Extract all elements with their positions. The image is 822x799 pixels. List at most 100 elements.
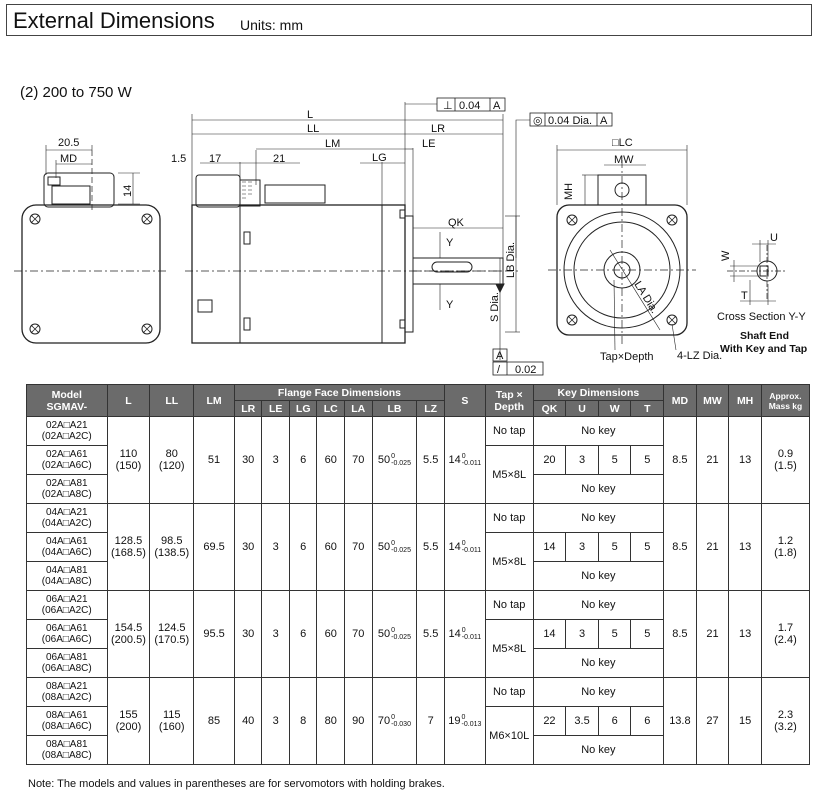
model-cell: 08A□A21(08A□A2C) (26, 677, 108, 707)
page-title: External Dimensions (13, 8, 215, 33)
dim-14: 14 (122, 185, 134, 197)
dim-T: T (741, 290, 748, 302)
dim-MH: MH (563, 183, 575, 200)
cell-LR: 40 (233, 677, 263, 765)
dim-LG: LG (372, 152, 387, 164)
shaft-end-label: Shaft End (740, 330, 789, 342)
cell-LE: 3 (261, 590, 290, 678)
dim-LL: LL (307, 123, 319, 135)
col-T: T (630, 400, 665, 417)
cell-LR: 30 (233, 416, 263, 504)
cell-LR: 30 (233, 503, 263, 591)
col-L: L (106, 384, 151, 417)
side-view (185, 97, 613, 376)
cell-W: 5 (597, 619, 632, 649)
cell-notap: No tap (484, 590, 534, 620)
cell-tap: M6×10L (484, 706, 534, 765)
cell-LZ: 5.5 (416, 416, 445, 504)
cell-nokey: No key (532, 416, 665, 446)
col-LA: LA (344, 400, 373, 417)
perp-value: 0.04 (459, 100, 480, 112)
cell-LA: 70 (344, 503, 373, 591)
dim-MW: MW (614, 154, 634, 166)
col-tap: Tap ×Depth (484, 384, 534, 417)
col-LB: LB (371, 400, 418, 417)
cell-MW: 21 (695, 590, 730, 678)
cell-LG: 6 (288, 416, 318, 504)
header-box: External Dimensions Units: mm (6, 4, 812, 36)
cell-LL: 98.5(138.5) (149, 503, 195, 591)
col-S: S (443, 384, 486, 417)
cell-MH: 13 (728, 590, 762, 678)
col-LC: LC (316, 400, 345, 417)
cell-mass: 1.2(1.8) (760, 503, 811, 591)
dim-U: U (770, 232, 778, 244)
cell-S: 140-0.011 (443, 416, 486, 504)
conc-symbol: ◎ (533, 115, 543, 127)
dim-LR: LR (431, 123, 445, 135)
cell-LR: 30 (233, 590, 263, 678)
cell-notap: No tap (484, 503, 534, 533)
col-MW: MW (695, 384, 730, 417)
cell-S: 190-0.013 (443, 677, 486, 765)
dim-LC: □LC (612, 137, 633, 149)
cell-QK: 14 (532, 619, 567, 649)
section-mark-y-bottom: Y (446, 299, 454, 311)
cell-W: 5 (597, 445, 632, 475)
cell-LE: 3 (261, 503, 290, 591)
cell-nokey: No key (532, 677, 665, 707)
flatness-value: 0.02 (515, 364, 536, 376)
cell-LB: 500-0.025 (371, 416, 418, 504)
cell-nokey: No key (532, 590, 665, 620)
model-cell: 04A□A21(04A□A2C) (26, 503, 108, 533)
cell-LZ: 7 (416, 677, 445, 765)
cell-LC: 60 (316, 416, 345, 504)
col-LG: LG (288, 400, 318, 417)
cell-LB: 500-0.025 (371, 590, 418, 678)
footnote: Note: The models and values in parenthes… (28, 778, 445, 790)
cell-S: 140-0.011 (443, 503, 486, 591)
col-LR: LR (233, 400, 263, 417)
table-row: 08A□A81(08A□A8C)No key (26, 735, 810, 765)
conc-ref: A (600, 115, 608, 127)
cell-LA: 70 (344, 590, 373, 678)
cell-MH: 13 (728, 503, 762, 591)
table-row: 04A□A21(04A□A2C)128.5(168.5)98.5(138.5)6… (26, 503, 811, 591)
dim-S: S Dia. (489, 292, 501, 322)
datum-a: A (496, 350, 504, 362)
cell-LL: 124.5(170.5) (149, 590, 195, 678)
col-flange-group: Flange Face Dimensions (233, 384, 445, 401)
col-QK: QK (532, 400, 567, 417)
cell-LE: 3 (261, 677, 290, 765)
cell-LC: 60 (316, 590, 345, 678)
col-LZ: LZ (416, 400, 445, 417)
cell-mass: 1.7(2.4) (760, 590, 811, 678)
cell-nokey: No key (532, 503, 665, 533)
with-key-label: With Key and Tap (720, 343, 807, 355)
model-cell: 04A□A81(04A□A8C) (26, 561, 108, 591)
cell-T: 5 (630, 445, 665, 475)
table-row: 06A□A21(06A□A2C)154.5(200.5)124.5(170.5)… (26, 590, 811, 678)
cell-LB: 500-0.025 (371, 503, 418, 591)
cell-tap: M5×8L (484, 445, 534, 504)
cell-T: 5 (630, 532, 665, 562)
mount-holes-label: 4-LZ Dia. (677, 350, 722, 362)
col-U: U (565, 400, 599, 417)
cell-LL: 115(160) (149, 677, 195, 765)
cell-LG: 6 (288, 590, 318, 678)
dim-1-5: 1.5 (171, 153, 186, 165)
dim-LB: LB Dia. (505, 242, 517, 278)
col-MH: MH (728, 384, 762, 417)
dim-17: 17 (209, 153, 221, 165)
cell-LC: 60 (316, 503, 345, 591)
dim-21: 21 (273, 153, 285, 165)
cell-nokey: No key (532, 735, 665, 765)
dimension-drawing: 20.5 MD 14 (14, 97, 807, 376)
cell-QK: 20 (532, 445, 567, 475)
cell-nokey: No key (532, 474, 665, 504)
cell-LB: 700-0.030 (371, 677, 418, 765)
